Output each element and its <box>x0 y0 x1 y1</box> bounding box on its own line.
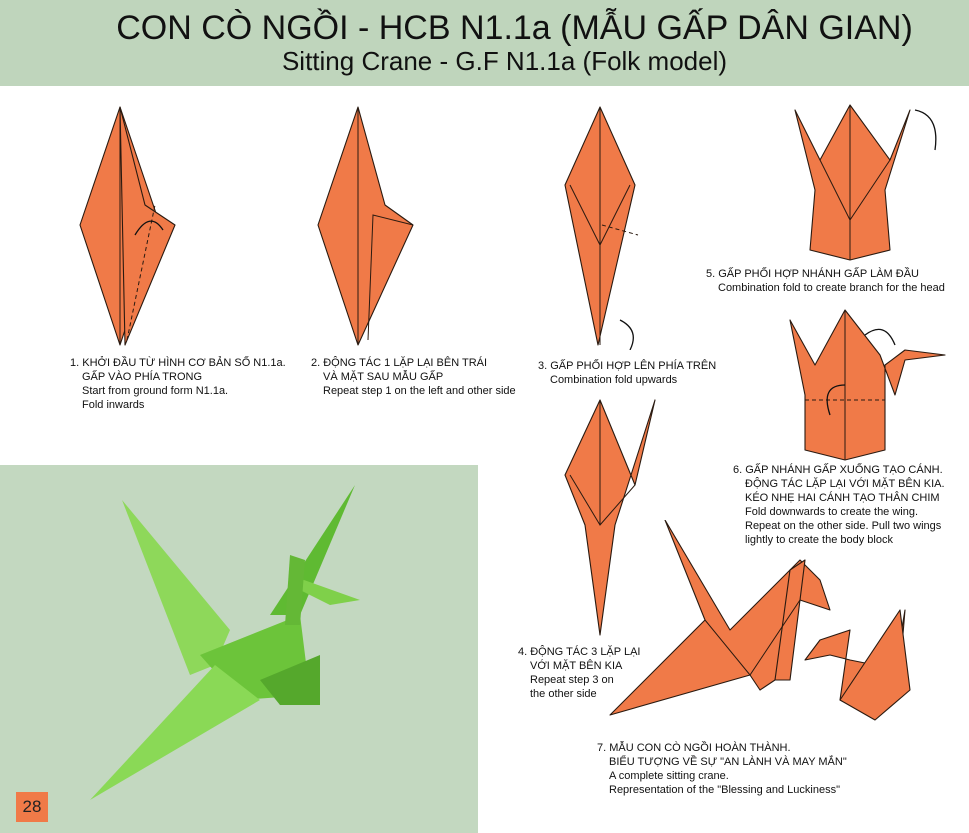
green-crane-image <box>90 485 360 800</box>
step-5-diagram <box>794 104 937 261</box>
step-6-caption: 6. GẤP NHÁNH GẤP XUỐNG TẠO CÁNH. ĐỘNG TÁ… <box>733 464 945 546</box>
page-title: CON CÒ NGỒI - HCB N1.1a (MẪU GẤP DÂN GIA… <box>116 9 913 47</box>
finished-crane-photo <box>0 465 478 833</box>
step-5-caption: 5. GẤP PHỐI HỢP NHÁNH GẤP LÀM ĐẦU Combin… <box>706 268 945 294</box>
step-2-diagram <box>317 106 414 346</box>
page-subtitle: Sitting Crane - G.F N1.1a (Folk model) <box>281 46 728 76</box>
step-2-caption: 2. ĐỘNG TÁC 1 LẶP LẠI BÊN TRÁI VÀ MẶT SA… <box>311 357 516 397</box>
fold-arrow-icon <box>914 109 937 151</box>
step-3-diagram <box>564 106 639 350</box>
page-number: 28 <box>16 792 48 822</box>
step-7-caption: 7. MẪU CON CÒ NGỒI HOÀN THÀNH. BIỂU TƯỢN… <box>597 742 847 796</box>
step-7-diagram <box>609 520 911 721</box>
fold-arrow-icon <box>134 220 164 236</box>
fold-arrow-icon <box>826 384 846 416</box>
fold-arrow-icon <box>619 319 634 350</box>
step-6-diagram <box>789 309 946 461</box>
page-header: CON CÒ NGỒI - HCB N1.1a (MẪU GẤP DÂN GIA… <box>0 0 969 86</box>
step-1-diagram <box>79 106 176 346</box>
step-4-caption: 4. ĐỘNG TÁC 3 LẶP LẠI VỚI MẶT BÊN KIA Re… <box>518 646 641 700</box>
step-1-caption: 1. KHỞI ĐẦU TỪ HÌNH CƠ BẢN SỐ N1.1a. GẤP… <box>70 357 286 411</box>
step-3-caption: 3. GẤP PHỐI HỢP LÊN PHÍA TRÊN Combinatio… <box>538 360 717 386</box>
step-4-diagram <box>564 399 656 636</box>
fold-arrow-icon <box>864 328 896 346</box>
